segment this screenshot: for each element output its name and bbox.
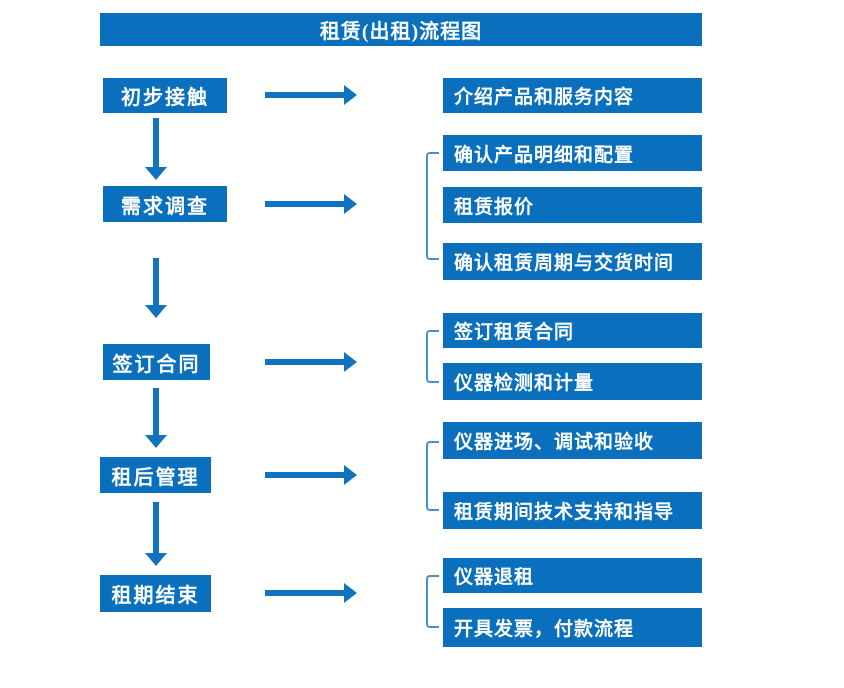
arrow-head-icon — [145, 435, 167, 448]
detail-box-introduce-products: 介绍产品和服务内容 — [443, 78, 702, 113]
arrow-head-icon — [145, 167, 167, 180]
arrow-stem — [153, 388, 159, 436]
arrow-head-icon — [145, 305, 167, 318]
arrow-stem — [153, 118, 159, 168]
arrow-stem — [153, 502, 159, 554]
bracket-stage3-group — [426, 330, 439, 383]
arrow-head-icon — [344, 352, 357, 372]
detail-box-instrument-return: 仪器退租 — [443, 558, 702, 593]
arrow-stem — [265, 201, 345, 207]
arrow-stem — [153, 258, 159, 306]
right-arrow-stage2 — [265, 194, 357, 214]
arrow-head-icon — [344, 465, 357, 485]
right-arrow-stage4 — [265, 465, 357, 485]
down-arrow-stage3-to-stage4 — [145, 388, 167, 448]
detail-box-instrument-setup-acceptance: 仪器进场、调试和验收 — [443, 422, 702, 459]
right-arrow-stage1 — [265, 85, 357, 105]
stage-box-rental-end: 租期结束 — [100, 575, 211, 612]
detail-box-confirm-product-details: 确认产品明细和配置 — [443, 135, 702, 171]
arrow-head-icon — [344, 85, 357, 105]
flowchart-title: 租赁(出租)流程图 — [100, 13, 702, 46]
stage-box-sign-contract: 签订合同 — [103, 344, 210, 380]
detail-box-rental-quotation: 租赁报价 — [443, 187, 702, 223]
arrow-head-icon — [344, 583, 357, 603]
bracket-stage2-group — [426, 152, 439, 260]
arrow-stem — [265, 472, 345, 478]
stage-box-post-rental-management: 租后管理 — [100, 457, 211, 493]
detail-box-instrument-testing: 仪器检测和计量 — [443, 363, 702, 400]
right-arrow-stage5 — [265, 583, 357, 603]
arrow-stem — [265, 92, 345, 98]
arrow-head-icon — [145, 553, 167, 566]
arrow-stem — [265, 590, 345, 596]
arrow-head-icon — [344, 194, 357, 214]
arrow-stem — [265, 359, 345, 365]
bracket-stage4-group — [426, 441, 439, 511]
stage-box-initial-contact: 初步接触 — [103, 78, 227, 113]
detail-box-technical-support: 租赁期间技术支持和指导 — [443, 492, 702, 529]
down-arrow-stage4-to-stage5 — [145, 502, 167, 566]
down-arrow-stage1-to-stage2 — [145, 118, 167, 180]
bracket-stage5-group — [426, 575, 439, 628]
detail-box-confirm-period-delivery: 确认租赁周期与交货时间 — [443, 243, 702, 280]
right-arrow-stage3 — [265, 352, 357, 372]
down-arrow-stage2-to-stage3 — [145, 258, 167, 318]
detail-box-invoice-payment: 开具发票，付款流程 — [443, 608, 702, 647]
stage-box-demand-survey: 需求调查 — [103, 186, 227, 222]
detail-box-sign-rental-contract: 签订租赁合同 — [443, 313, 702, 348]
